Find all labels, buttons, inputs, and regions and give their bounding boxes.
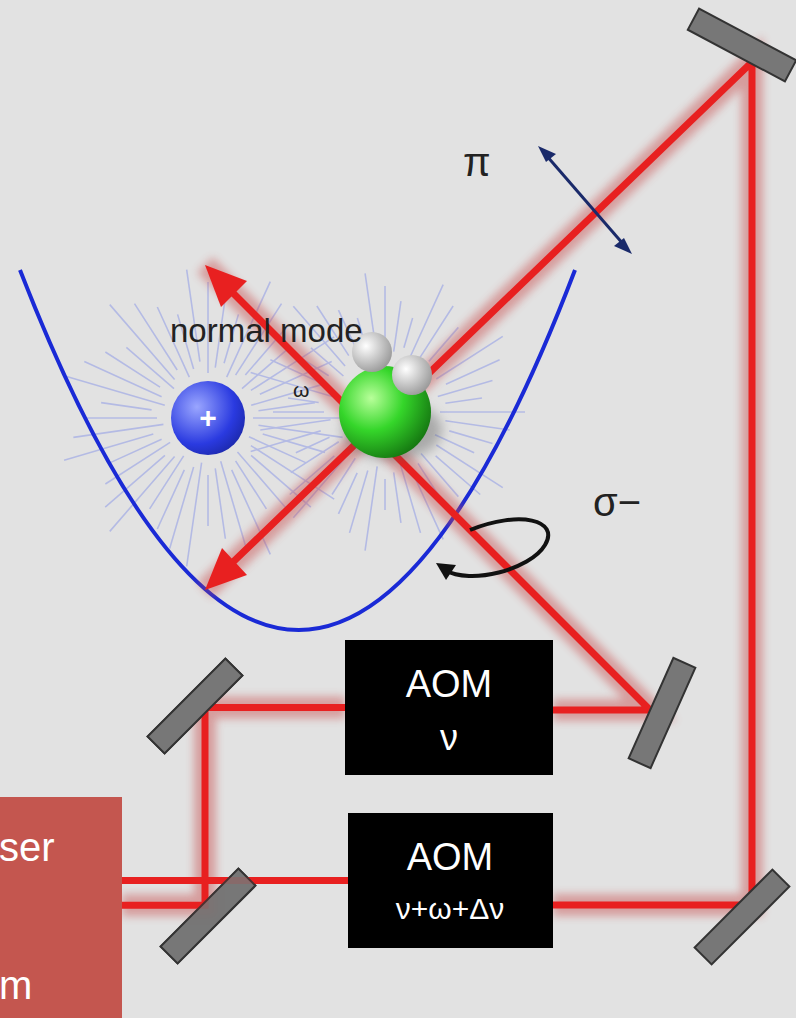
beam-glow xyxy=(205,62,752,905)
ion: + xyxy=(171,381,245,455)
label: π xyxy=(463,140,491,185)
label: ω xyxy=(293,378,309,402)
aom-box: AOM ν+ω+Δν xyxy=(348,813,553,948)
hydrogen-atom xyxy=(392,355,432,395)
mirror xyxy=(148,9,796,965)
aom-box: AOM ν xyxy=(345,640,553,775)
node-text: ν+ω+Δν xyxy=(396,892,505,926)
node-text: AOM xyxy=(406,663,493,706)
laser-box: ser m xyxy=(0,797,122,1018)
label: normal mode xyxy=(170,312,363,350)
arrowhead xyxy=(205,265,247,307)
circular-polarization-arrow xyxy=(436,519,548,580)
node-text: ν xyxy=(440,717,458,759)
node-text: AOM xyxy=(407,836,494,879)
mirror xyxy=(148,659,243,754)
beam-splitter xyxy=(161,869,256,964)
node-text: ser xyxy=(0,825,55,870)
laser-beam xyxy=(232,62,752,905)
node-text: + xyxy=(199,401,217,435)
polarization-arrow xyxy=(538,146,632,254)
node-text: m xyxy=(0,963,32,1008)
label: σ− xyxy=(593,480,641,525)
arrowhead xyxy=(205,548,247,590)
